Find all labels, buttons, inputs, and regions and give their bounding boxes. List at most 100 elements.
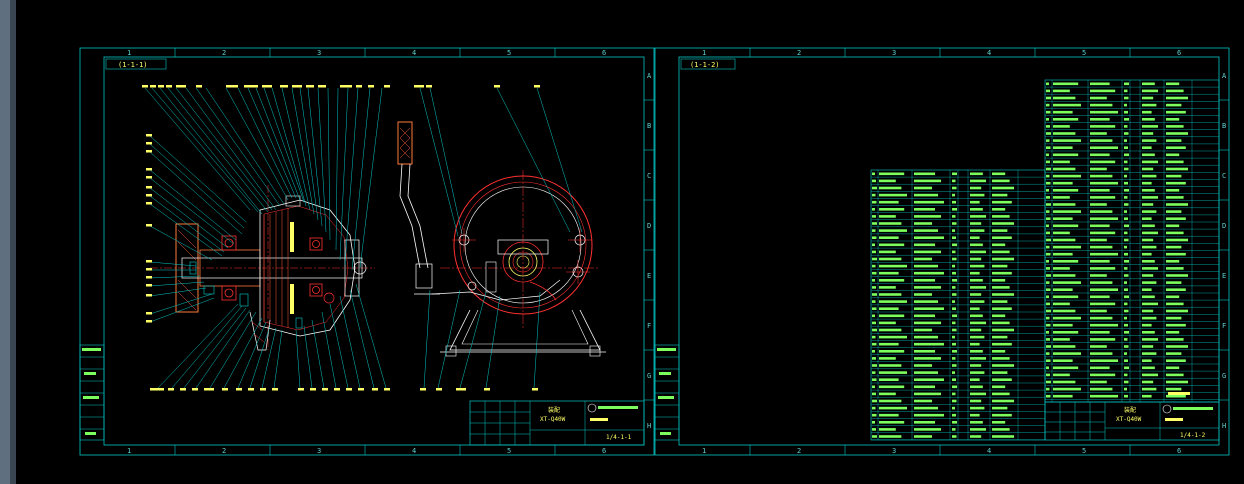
table-cell-glyphs xyxy=(1124,366,1129,370)
table-cell-glyphs xyxy=(970,286,986,289)
table-cell-glyphs xyxy=(952,215,956,218)
table-cell-glyphs xyxy=(1053,295,1079,299)
table-cell-glyphs xyxy=(952,200,956,204)
left-ruler-bottom-3: 3 xyxy=(317,447,321,455)
table-cell-glyphs xyxy=(1166,380,1188,384)
right-ruler-top-6: 6 xyxy=(1177,49,1181,57)
right-ruler-top-2: 2 xyxy=(797,49,801,57)
left-ruler-top-1: 1 xyxy=(127,49,131,57)
table-cell-glyphs xyxy=(992,279,1006,282)
table-cell-glyphs xyxy=(992,335,1008,339)
table-cell-glyphs xyxy=(1142,160,1158,164)
table-cell-glyphs xyxy=(879,179,896,183)
table-cell-glyphs xyxy=(952,435,957,438)
table-cell-glyphs xyxy=(992,371,1008,374)
table-cell-glyphs xyxy=(970,172,983,176)
table-cell-glyphs xyxy=(872,286,876,289)
table-cell-glyphs xyxy=(914,236,944,239)
table-cell-glyphs xyxy=(1090,387,1113,391)
table-cell-glyphs xyxy=(914,215,941,218)
table-cell-glyphs xyxy=(1053,125,1070,128)
table-cell-glyphs xyxy=(914,229,938,232)
right-ruler-side-G: G xyxy=(1222,372,1226,380)
table-cell-glyphs xyxy=(952,314,957,318)
table-cell-glyphs xyxy=(970,243,983,247)
table-cell-glyphs xyxy=(992,257,1014,261)
table-cell-glyphs xyxy=(914,385,935,389)
table-cell-glyphs xyxy=(1090,366,1110,370)
left-ruler-side-G: G xyxy=(647,372,651,380)
left-title-name-line1: 装配 xyxy=(548,406,560,414)
table-cell-glyphs xyxy=(1124,338,1128,341)
table-cell-glyphs xyxy=(1046,103,1050,107)
table-cell-glyphs xyxy=(1090,82,1110,86)
table-cell-glyphs xyxy=(1053,345,1076,348)
table-cell-glyphs xyxy=(992,286,1010,289)
table-cell-glyphs xyxy=(879,243,905,247)
table-cell-glyphs xyxy=(1124,380,1129,384)
table-cell-glyphs xyxy=(1046,217,1051,220)
table-cell-glyphs xyxy=(952,222,957,225)
table-cell-glyphs xyxy=(879,236,899,239)
table-cell-glyphs xyxy=(1166,366,1180,370)
table-cell-glyphs xyxy=(1142,238,1154,242)
right-drawing-code: (1-1-2) xyxy=(690,61,720,69)
right-ruler-bottom-3: 3 xyxy=(892,447,896,455)
table-cell-glyphs xyxy=(1046,139,1050,142)
table-cell-glyphs xyxy=(1046,352,1050,355)
table-cell-glyphs xyxy=(1166,387,1182,391)
table-cell-glyphs xyxy=(879,193,907,197)
table-cell-glyphs xyxy=(1124,224,1129,228)
table-cell-glyphs xyxy=(1166,281,1182,284)
table-cell-glyphs xyxy=(1166,132,1188,135)
right-ruler-top-1: 1 xyxy=(702,49,706,57)
table-cell-glyphs xyxy=(970,307,980,310)
table-cell-glyphs xyxy=(952,392,956,396)
table-cell-glyphs xyxy=(914,378,944,381)
table-cell-glyphs xyxy=(1142,132,1154,135)
left-outer-frame xyxy=(79,47,655,456)
table-cell-glyphs xyxy=(1046,153,1049,157)
table-cell-glyphs xyxy=(1053,394,1073,398)
table-cell-glyphs xyxy=(952,172,957,176)
table-cell-glyphs xyxy=(1046,295,1049,299)
table-cell-glyphs xyxy=(1142,252,1152,256)
table-cell-glyphs xyxy=(879,250,896,254)
table-cell-glyphs xyxy=(914,186,932,190)
table-cell-glyphs xyxy=(1142,139,1157,142)
left-ruler-bottom-1: 1 xyxy=(127,447,131,455)
table-cell-glyphs xyxy=(992,364,1014,367)
table-cell-glyphs xyxy=(952,385,957,389)
table-cell-glyphs xyxy=(1046,174,1050,178)
table-cell-glyphs xyxy=(1142,380,1154,384)
parts-list-table-1 xyxy=(870,169,1046,441)
table-cell-glyphs xyxy=(1142,316,1157,320)
table-cell-glyphs xyxy=(1142,110,1152,114)
table-cell-glyphs xyxy=(1166,260,1180,263)
table-cell-glyphs xyxy=(1090,181,1118,185)
table-cell-glyphs xyxy=(1124,309,1129,313)
table-cell-glyphs xyxy=(1046,323,1051,327)
table-cell-glyphs xyxy=(952,229,955,232)
table-cell-glyphs xyxy=(970,342,980,346)
table-cell-glyphs xyxy=(952,271,956,275)
right-title-sheet-no: 1/4-1-2 xyxy=(1180,432,1206,439)
table-cell-glyphs xyxy=(1166,125,1184,128)
table-cell-glyphs xyxy=(1053,316,1081,320)
table-cell-glyphs xyxy=(952,179,956,183)
table-cell-glyphs xyxy=(992,236,1012,239)
right-ruler-side-C: C xyxy=(1222,172,1226,180)
table-cell-glyphs xyxy=(992,172,1006,176)
table-cell-glyphs xyxy=(1046,224,1049,228)
table-cell-glyphs xyxy=(1142,366,1155,370)
table-cell-glyphs xyxy=(914,371,938,374)
table-cell-glyphs xyxy=(914,342,944,346)
table-cell-glyphs xyxy=(970,421,983,424)
left-ruler-top-6: 6 xyxy=(602,49,606,57)
table-cell-glyphs xyxy=(952,300,955,303)
table-cell-glyphs xyxy=(992,385,1006,389)
table-cell-glyphs xyxy=(872,350,875,353)
table-cell-glyphs xyxy=(914,293,932,296)
table-cell-glyphs xyxy=(1053,217,1073,220)
